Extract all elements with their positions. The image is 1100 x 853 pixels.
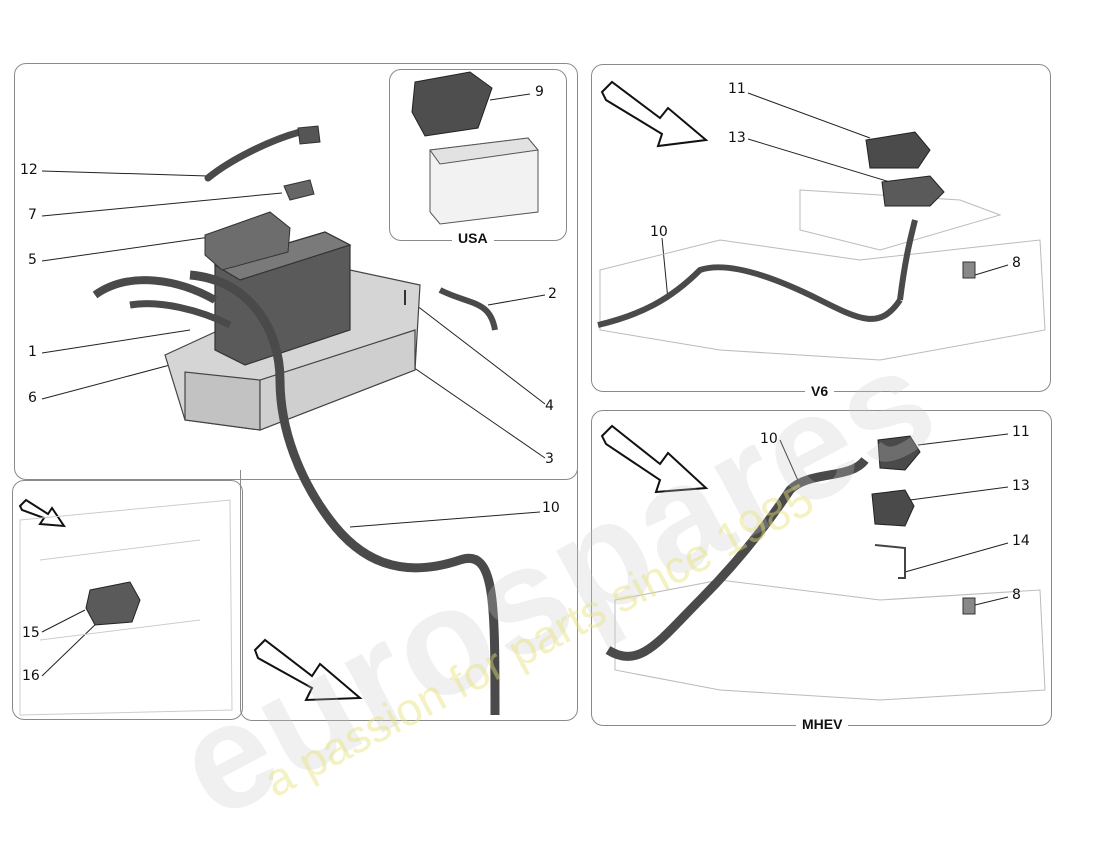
callout-4: 4 — [545, 398, 554, 414]
callout-6: 6 — [28, 390, 37, 406]
callout-7: 7 — [28, 207, 37, 223]
main-lower-panel — [240, 470, 578, 721]
callout-2: 2 — [548, 286, 557, 302]
callout-12: 12 — [20, 162, 38, 178]
callout-9: 9 — [535, 84, 544, 100]
mhev-label: MHEV — [796, 716, 849, 732]
callout-10-v6: 10 — [650, 224, 668, 240]
callout-14-mhev: 14 — [1012, 533, 1030, 549]
callout-10-main: 10 — [542, 500, 560, 516]
callout-1: 1 — [28, 344, 37, 360]
callout-8-v6: 8 — [1012, 255, 1021, 271]
callout-11-mhev: 11 — [1012, 424, 1030, 440]
callout-15: 15 — [22, 625, 40, 641]
callout-10-mhev: 10 — [760, 431, 778, 447]
callout-16: 16 — [22, 668, 40, 684]
callout-3: 3 — [545, 451, 554, 467]
callout-13-mhev: 13 — [1012, 478, 1030, 494]
usa-label: USA — [452, 230, 494, 246]
v6-label: V6 — [805, 383, 835, 399]
callout-11-v6: 11 — [728, 81, 746, 97]
inset-panel — [12, 480, 243, 720]
callout-13-v6: 13 — [728, 130, 746, 146]
callout-8-mhev: 8 — [1012, 587, 1021, 603]
main-battery-panel — [14, 63, 578, 480]
parts-diagram-artwork — [18, 71, 1046, 716]
callout-5: 5 — [28, 252, 37, 268]
